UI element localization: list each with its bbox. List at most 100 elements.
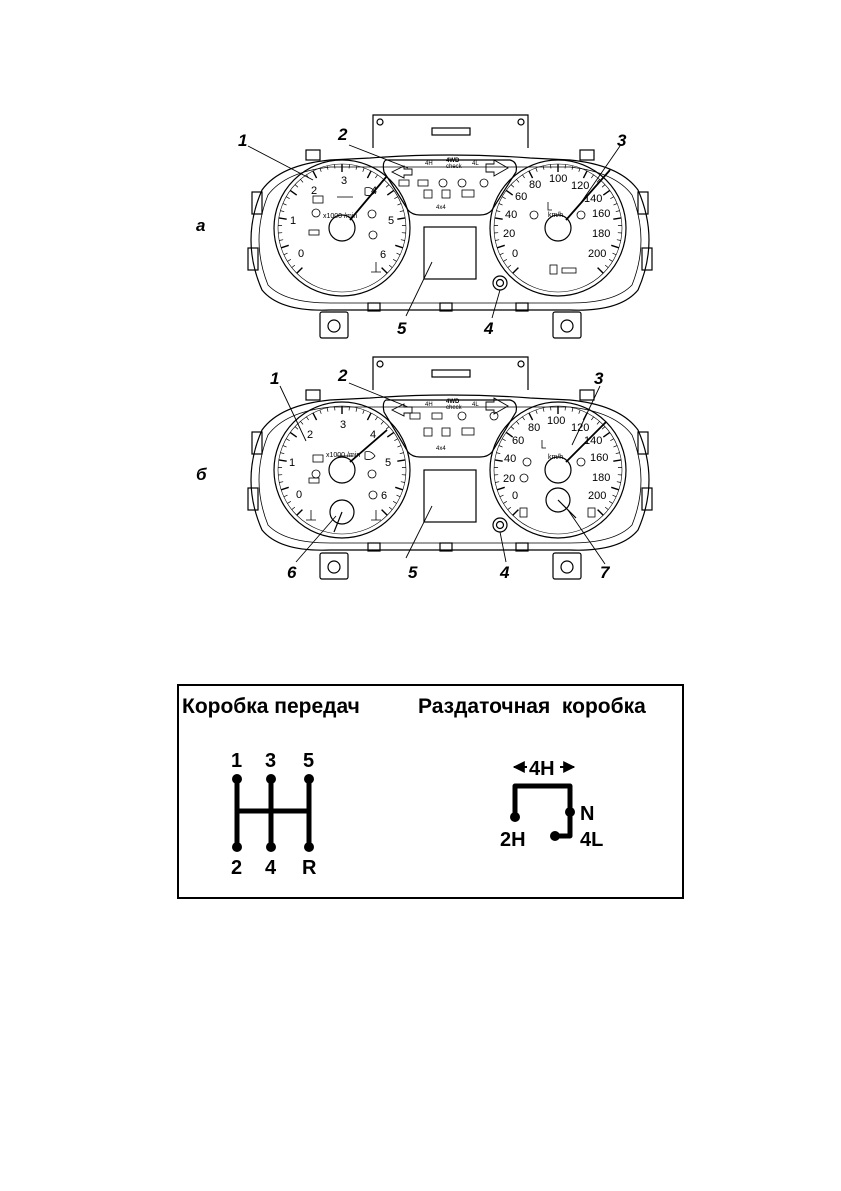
dial-tick: [495, 240, 499, 241]
dial-tick: [280, 453, 284, 454]
callout-3: 3: [617, 131, 627, 150]
speedo-tick-label: 140: [584, 193, 602, 205]
tacho-unit: x1000 /min: [326, 452, 360, 459]
dial-tick: [295, 427, 298, 430]
speedo-tick-label: 60: [515, 191, 527, 203]
speedo-tick-label: 0: [512, 490, 518, 502]
indicator-check: check: [446, 164, 463, 170]
speedo-tick-label: 180: [592, 472, 610, 484]
dial-tick: [613, 218, 621, 219]
cluster-housing: [251, 155, 649, 310]
dial-tick: [591, 417, 593, 420]
cluster-a-labels: 1 2 3 4 5 а 0 1 2 3 4 5 6 x1000 /min 0 2…: [196, 125, 627, 338]
warning-lamps: [306, 412, 595, 520]
reset-button: [493, 518, 507, 532]
callout-1: 1: [270, 369, 279, 388]
dial-tick: [387, 190, 393, 195]
dial-tick: [281, 245, 289, 247]
fuel-needle: [558, 500, 576, 518]
dial-tick: [284, 253, 288, 255]
dial-tick: [583, 413, 587, 420]
dial-tick: [511, 185, 514, 188]
speedo-tick-label: 20: [503, 228, 515, 240]
dial-tick: [397, 204, 401, 206]
gear-label-1: 1: [231, 750, 242, 772]
gear-label-2: 2: [231, 857, 242, 879]
tacho-tick-label: 1: [289, 457, 295, 469]
dial-tick: [613, 446, 617, 448]
callout-6: 6: [287, 563, 297, 582]
dial-tick: [386, 185, 389, 188]
mounting-bracket: [373, 115, 528, 148]
mounting-bracket: [373, 357, 528, 390]
dial-tick: [495, 218, 503, 219]
dial-tick: [605, 507, 608, 509]
dial-tick: [397, 218, 405, 219]
callout-5: 5: [397, 319, 407, 338]
speedo-unit: km/h: [548, 212, 563, 219]
dial-tick: [598, 268, 604, 274]
dial-tick: [508, 265, 511, 267]
dial-tick: [327, 166, 328, 170]
dial-tick: [496, 453, 500, 454]
transfer-label-2h: 2H: [500, 829, 526, 851]
variant-label: б: [196, 465, 207, 484]
tacho-tick-label: 4: [371, 185, 377, 197]
dial-tick: [612, 495, 616, 497]
dial-tick: [602, 185, 605, 188]
turn-left-icon: [392, 166, 412, 178]
gearbox-title: Коробка передач: [182, 695, 360, 718]
indicator-4l: 4L: [472, 161, 479, 167]
dial-tick: [610, 197, 613, 199]
dial-tick: [389, 507, 392, 509]
speedo-tick-label: 40: [505, 209, 517, 221]
dial-tick: [503, 501, 506, 503]
speedo-tick-label: 120: [571, 180, 589, 192]
speedo-tick-label: 160: [592, 208, 610, 220]
callout-4: 4: [499, 563, 510, 582]
dial-tick: [279, 482, 283, 483]
dial-tick: [356, 166, 357, 170]
dial-tick: [287, 259, 290, 261]
cluster-housing: [251, 395, 649, 550]
tacho-tick-label: 6: [381, 490, 387, 502]
transfer-label-4l: 4L: [580, 829, 603, 851]
speedo-tick-label: 80: [528, 422, 540, 434]
dial-tick: [503, 259, 506, 261]
dial-tick: [284, 495, 288, 497]
transfer-dot: [510, 812, 520, 822]
dial-tick: [496, 211, 500, 212]
dial-tick: [382, 268, 388, 274]
tacho-tick-label: 5: [388, 215, 394, 227]
dial-tick: [394, 197, 397, 199]
dial-tick: [536, 168, 537, 172]
gear-dot: [232, 774, 242, 784]
dial-tick: [499, 446, 503, 448]
gear-dot: [304, 774, 314, 784]
dial-tick: [495, 460, 503, 461]
callout-2: 2: [337, 125, 348, 144]
dial-tick: [375, 175, 377, 178]
dial-tick: [386, 427, 389, 430]
dial-tick: [290, 190, 296, 195]
dial-tick: [306, 417, 308, 420]
dial-tick: [281, 487, 289, 489]
dial-tick: [387, 432, 393, 437]
tacho-tick-label: 6: [380, 249, 386, 261]
tacho-tick-label: 0: [296, 489, 302, 501]
speedo-tick-label: 120: [571, 422, 589, 434]
gear-dot: [232, 842, 242, 852]
dial-tick: [499, 204, 503, 206]
speedo-tick-label: 40: [504, 453, 516, 465]
dial-tick: [497, 245, 505, 247]
gear-dot: [266, 842, 276, 852]
lcd-display: [424, 470, 476, 522]
speedo-tick-label: 20: [503, 473, 515, 485]
callout-5: 5: [408, 563, 418, 582]
dial-tick: [611, 487, 619, 489]
dial-tick: [500, 495, 504, 497]
dial-tick: [400, 211, 404, 212]
dial-tick: [583, 171, 587, 178]
dial-tick: [502, 439, 505, 441]
speedo-tick-label: 160: [590, 452, 608, 464]
